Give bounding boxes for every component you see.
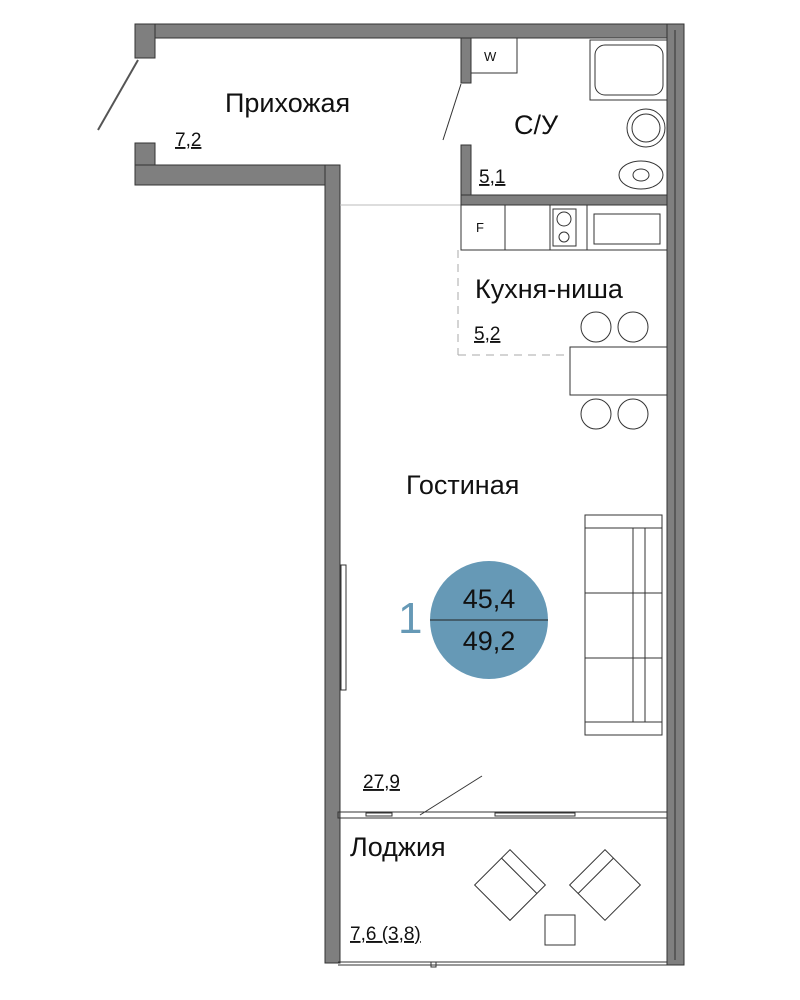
washer-icon (470, 37, 518, 74)
room-area-kitchen: 5,2 (474, 324, 500, 345)
area-badge: 45,4 49,2 1 (398, 561, 548, 679)
room-name-loggia: Лоджия (350, 832, 446, 862)
loggia-table (544, 914, 576, 946)
total-area-value: 49,2 (463, 626, 516, 656)
toilet-icon (618, 160, 664, 190)
loggia-furniture (337, 811, 668, 968)
room-name-kitchen: Кухня-ниша (475, 274, 624, 304)
stove-icon (552, 208, 577, 247)
kitchen-sink-icon (593, 213, 661, 245)
room-area-hallway: 7,2 (175, 130, 201, 151)
rooms-count: 1 (398, 594, 422, 643)
bathroom-fixtures: W (470, 37, 668, 190)
walls (134, 23, 685, 966)
bathtub-icon (589, 39, 668, 101)
tv-icon (340, 564, 347, 691)
kitchen-fixtures: F (457, 204, 668, 430)
fridge-label: F (476, 220, 484, 235)
living-furniture (340, 514, 663, 736)
living-area-value: 45,4 (463, 584, 516, 614)
room-name-living: Гостиная (406, 470, 519, 500)
room-area-living: 27,9 (363, 772, 400, 793)
bar-table (569, 346, 668, 396)
room-name-bathroom: С/У (514, 110, 559, 140)
sofa-icon (584, 514, 663, 736)
room-name-hallway: Прихожая (225, 88, 350, 118)
doors (97, 59, 483, 816)
sink-icon (626, 108, 666, 148)
room-area-loggia: 7,6 (3,8) (350, 924, 421, 945)
svg-text:W: W (484, 49, 497, 64)
room-area-bathroom: 5,1 (479, 167, 505, 188)
